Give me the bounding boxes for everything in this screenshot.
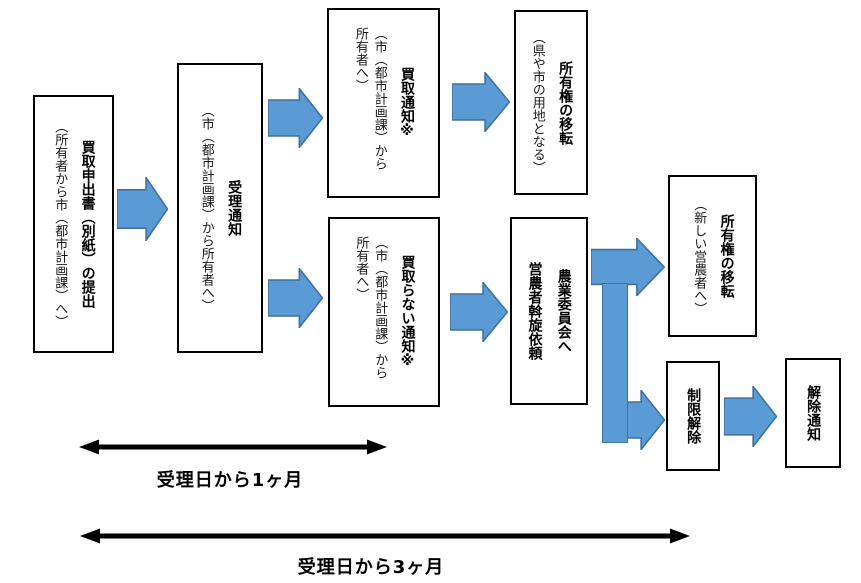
- arrow-acceptance-to-purchase-notice: [268, 88, 323, 148]
- arrow-no-purchase-to-agri-committee: [450, 282, 508, 342]
- timeline-label-1month: 受理日から1ヶ月: [156, 470, 304, 491]
- box-ownership-transfer-public: 所有権の移転 （県や市の用地となる）: [514, 10, 588, 195]
- box-acceptance-notice-title: 受理通知: [226, 180, 243, 236]
- box-purchase-notice-title: 買取通知※: [398, 67, 415, 139]
- box-submit-title: 買取申出書（別紙）の提出: [79, 140, 96, 308]
- box-ownership-transfer-farmer-subtitle: （新しい営農者へ）: [691, 197, 707, 315]
- timeline-label-3months: 受理日から3ヶ月: [297, 557, 445, 578]
- timeline-arrow-3months: [80, 528, 690, 544]
- box-no-purchase-notice-title: 買取らない通知※: [399, 255, 416, 369]
- box-restriction-release-title: 制限解除: [685, 388, 702, 444]
- arrow-purchase-notice-to-ownership-transfer: [452, 72, 510, 132]
- box-restriction-release: 制限解除: [666, 361, 720, 471]
- connector-bar-vertical: [602, 283, 628, 443]
- box-agricultural-committee-title: 農業委員会へ: [555, 269, 572, 353]
- arrow-restriction-release-to-release-notice: [724, 386, 777, 447]
- box-purchase-notice: 買取通知※ （市（都市計画課）から所有者へ）: [327, 8, 440, 198]
- box-no-purchase-notice: 買取らない通知※ （市（都市計画課）から所有者へ）: [328, 217, 440, 407]
- box-ownership-transfer-public-subtitle: （県や市の用地となる）: [529, 31, 545, 174]
- box-ownership-transfer-farmer: 所有権の移転 （新しい営農者へ）: [668, 175, 757, 337]
- timeline-arrow-1month: [79, 439, 387, 455]
- box-submit-subtitle: （所有者から市（都市計画課）へ）: [52, 120, 68, 328]
- arrow-acceptance-to-no-purchase-notice: [268, 268, 323, 328]
- box-ownership-transfer-farmer-title: 所有権の移転: [718, 214, 735, 298]
- box-release-notice-title: 解除通知: [805, 385, 822, 441]
- arrow-submit-to-acceptance: [117, 177, 168, 241]
- box-release-notice: 解除通知: [785, 358, 841, 468]
- box-purchase-notice-subtitle: （市（都市計画課）から所有者へ）: [352, 27, 387, 170]
- arrow-agri-committee-to-ownership-transfer: [591, 238, 665, 296]
- box-acceptance-notice-subtitle: （市（都市計画課）から所有者へ）: [198, 104, 214, 312]
- box-agricultural-committee-subtitle: 営農者斡旋依頼: [526, 262, 543, 360]
- box-acceptance-notice: 受理通知 （市（都市計画課）から所有者へ）: [177, 63, 263, 353]
- box-no-purchase-notice-subtitle: （市（都市計画課）から所有者へ）: [353, 236, 388, 379]
- box-agricultural-committee: 農業委員会へ 営農者斡旋依頼: [510, 217, 588, 405]
- box-submit: 買取申出書（別紙）の提出 （所有者から市（都市計画課）へ）: [33, 95, 114, 353]
- box-ownership-transfer-public-title: 所有権の移転: [557, 60, 574, 145]
